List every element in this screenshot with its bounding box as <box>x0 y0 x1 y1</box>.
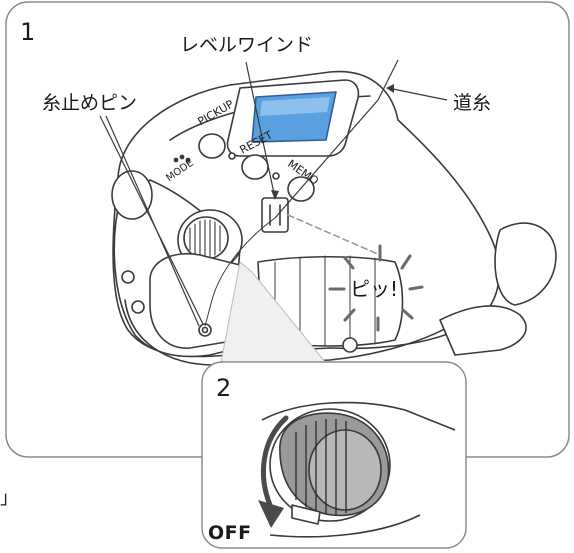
stray-bracket: 」 <box>0 488 18 509</box>
enlarged-side-plate <box>261 401 456 431</box>
off-rotation-arrow <box>260 415 289 508</box>
label-off: OFF <box>208 522 252 544</box>
lcd-highlight <box>260 97 330 116</box>
enlarged-drag-knob <box>261 401 456 538</box>
left-knob <box>111 170 153 220</box>
pickup-indicator <box>228 152 236 160</box>
main-line <box>274 59 399 219</box>
pickup-button <box>198 133 226 159</box>
reset-button <box>241 154 269 180</box>
step-number-1: 1 <box>20 18 36 46</box>
leader-main-line <box>387 87 448 101</box>
screw-1 <box>121 270 135 284</box>
threaded-line <box>204 217 276 327</box>
callout-leaders <box>99 61 448 327</box>
mode-dot-3 <box>185 157 191 163</box>
mode-dot-2 <box>179 154 185 160</box>
enlarged-knob-ridges <box>295 419 347 515</box>
label-main-line: 道糸 <box>453 92 492 114</box>
screw-3 <box>342 337 358 353</box>
off-rotation-arrowhead <box>258 500 284 528</box>
handle-paddle <box>494 222 557 306</box>
step-number-2: 2 <box>216 374 232 402</box>
level-wind <box>261 197 289 233</box>
arrowhead-main-line <box>386 84 394 93</box>
line-stop-pin-center <box>201 326 209 334</box>
leader-line-stop-pin-b <box>105 115 200 327</box>
reel-foot <box>439 305 527 356</box>
mode-dot-1 <box>173 157 179 163</box>
beep-burst <box>328 244 424 332</box>
leader-level-wind <box>245 61 276 199</box>
reset-indicator <box>272 172 280 180</box>
drag-knob-face <box>183 216 229 260</box>
label-level-wind: レベルワインド <box>180 34 314 56</box>
electric-reel-illustration <box>111 70 557 366</box>
label-line-stop-pin: 糸止めピン <box>42 92 138 114</box>
enlarged-side-plate-lower <box>269 514 421 538</box>
label-beep: ピッ! <box>350 277 399 301</box>
enlarged-knob-clip <box>291 504 321 525</box>
drag-knob-ridges <box>189 219 221 258</box>
arrowhead-level-wind <box>271 190 279 200</box>
enlarged-knob-cap <box>308 429 382 511</box>
screw-2 <box>131 300 145 314</box>
level-wind-guide-bar <box>287 214 381 256</box>
